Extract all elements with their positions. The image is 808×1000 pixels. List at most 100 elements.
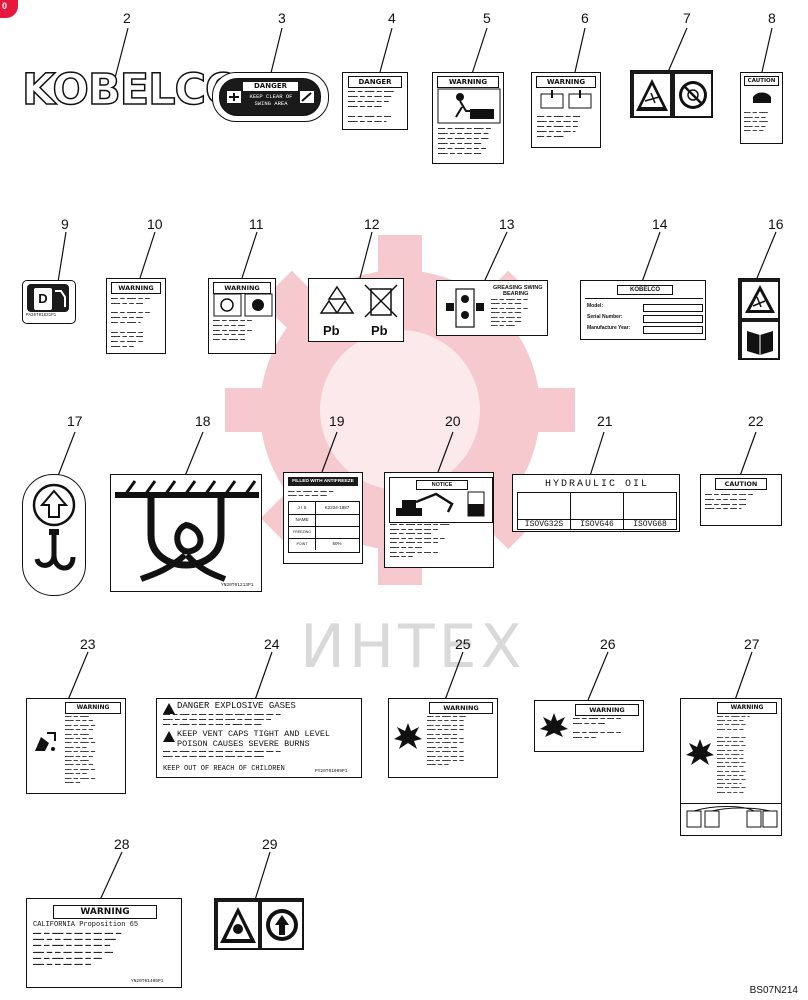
- model-field: [643, 304, 703, 312]
- jis-value-cell: K2234-1987: [315, 502, 359, 515]
- warning-decal-5: WARNING ▬▬▬ ▬▬ ▬▬▬▬ ▬▬ ▬▬▬▬ ▬▬▬▬▬▬ ▬▬ ▬▬…: [432, 72, 504, 164]
- hook-frame-icon: [115, 480, 259, 582]
- warning-decal-26: WARNING ▬▬▬ ▬▬ ▬▬▬▬ ▬▬ ▬▬▬ ▬▬▬▬▬▬ ▬▬ ▬▬ …: [534, 700, 644, 752]
- item-number-24: 24: [264, 636, 280, 652]
- danger-swing-decal: DANGER KEEP CLEAR OF SWING AREA: [212, 72, 329, 122]
- caution-decal-22: CAUTION ▬▬▬ ▬▬ ▬▬▬▬ ▬▬ ▬▬▬ ▬▬▬▬▬▬ ▬▬ ▬▬ …: [700, 474, 782, 526]
- warning-decal-25: WARNING ▬▬▬ ▬▬ ▬▬▬▬ ▬▬ ▬▬▬▬▬▬▬ ▬▬ ▬▬ ▬▬▬…: [388, 698, 498, 778]
- danger-decal-4: DANGER ▬▬▬ ▬▬ ▬▬▬▬ ▬▬ ▬▬▬▬▬▬▬▬ ▬▬ ▬▬ ▬▬▬…: [342, 72, 408, 130]
- item-number-17: 17: [67, 413, 83, 429]
- crossed-bin-icon: [364, 284, 398, 318]
- part-code-9: PA20T01631P1: [26, 314, 57, 318]
- item-number-28: 28: [114, 836, 130, 852]
- warning-decal-23: WARNING ▬▬▬ ▬▬ ▬▬▬▬▬▬▬▬ ▬▬ ▬▬ ▬▬▬▬▬ ▬▬ ▬…: [26, 698, 126, 794]
- danger-battery-decal-24: DANGER EXPLOSIVE GASES ▬▬▬ ▬▬ ▬▬▬▬ ▬▬ ▬▬…: [156, 698, 362, 778]
- recycle-pb-decal: Pb Pb: [308, 278, 404, 342]
- item-number-14: 14: [652, 216, 668, 232]
- pictogram-decal-7: [630, 70, 713, 118]
- item-number-29: 29: [262, 836, 278, 852]
- item-number-2: 2: [123, 10, 131, 26]
- item-number-20: 20: [445, 413, 461, 429]
- hook-arrow-icon: [32, 483, 76, 571]
- item-number-9: 9: [61, 216, 69, 232]
- part-code-18: YN20T01213P1: [221, 583, 254, 588]
- percent-cell: 50%: [332, 541, 342, 546]
- oil-level-icon: [467, 491, 485, 517]
- greasing-diagram-icon: [446, 288, 484, 328]
- warning-triangle-icon-2: [163, 731, 175, 742]
- grade-46: ISOVG46: [580, 520, 614, 529]
- crush-hazard-icon: [227, 91, 241, 103]
- serial-plate-14: KOBELCO Model: Serial Number: Manufactur…: [580, 280, 706, 340]
- hazard-pictogram-icon: [634, 74, 711, 116]
- manufacture-year-field: [643, 326, 703, 334]
- electric-spark-icon: [540, 713, 568, 737]
- oil-grade-table: ISOVG32S ISOVG46 ISOVG68: [517, 492, 677, 530]
- warning-header: WARNING: [111, 282, 161, 294]
- model-label: Model:: [587, 303, 604, 309]
- freezing-point-cell: FREEZING POINT: [289, 526, 316, 546]
- watermark-text: ИНТЕХ: [300, 612, 526, 682]
- read-manual-icon: [742, 282, 778, 358]
- pictogram-decal-16: [738, 278, 780, 360]
- item-number-21: 21: [597, 413, 613, 429]
- warning-decal-11: WARNING ▬▬▬ ▬▬ ▬▬▬▬ ▬▬ ▬▬▬▬▬▬ ▬▬ ▬▬ ▬▬▬▬…: [208, 278, 276, 354]
- warning-header: WARNING: [429, 702, 493, 714]
- item-number-13: 13: [499, 216, 515, 232]
- greasing-decal-13: GREASING SWING BEARING ▬▬▬ ▬▬ ▬▬▬▬ ▬▬ ▬▬…: [436, 280, 548, 336]
- notice-decal-20: NOTICE ▬▬▬ ▬▬ ▬▬▬▬ ▬▬ ▬▬▬ ▬▬ ▬▬▬▬▬▬▬▬ ▬▬…: [384, 472, 494, 568]
- recycle-icon: [319, 285, 355, 314]
- keep-clear-text: KEEP CLEAR OF: [249, 93, 293, 100]
- excavator-swing-icon: [300, 91, 314, 103]
- serial-number-field: [643, 315, 703, 323]
- antifreeze-decal-19: FILLED WITH ANTIFREEZE ▬▬▬ ▬▬ ▬▬▬▬ ▬▬ ▬▬…: [283, 472, 363, 564]
- item-number-22: 22: [748, 413, 764, 429]
- explosion-icon-27: [686, 739, 714, 765]
- explosion-icon: [394, 723, 422, 749]
- danger-header: DANGER: [348, 76, 402, 88]
- item-number-8: 8: [768, 10, 776, 26]
- notice-header: NOTICE: [416, 480, 468, 490]
- poison-text: POISON CAUSES SEVERE BURNS: [177, 739, 310, 749]
- acid-burn-icon: [31, 727, 63, 759]
- caution-decal-8: CAUTION ▬▬▬ ▬▬ ▬▬▬▬▬▬▬▬ ▬▬ ▬▬▬▬▬ ▬▬ ▬▬▬▬…: [740, 72, 783, 144]
- california-warning-decal: WARNING CALIFORNIA Proposition 65 ▬▬▬ ▬▬…: [26, 898, 182, 988]
- part-code-24: PY20T01069P1: [315, 769, 348, 774]
- corner-badge: 0: [0, 0, 18, 18]
- item-number-10: 10: [147, 216, 163, 232]
- jis-cell: J I S: [289, 502, 316, 515]
- warning-header: WARNING: [65, 702, 121, 714]
- serial-number-label: Serial Number:: [587, 314, 623, 320]
- grade-32: ISOVG32S: [524, 520, 564, 529]
- greasing-subtitle: BEARING: [503, 291, 529, 297]
- diesel-fuel-decal: D PA20T01631P1: [22, 280, 76, 324]
- item-number-16: 16: [768, 216, 784, 232]
- hot-oil-icon: [540, 90, 592, 109]
- item-number-3: 3: [278, 10, 286, 26]
- item-number-18: 18: [195, 413, 211, 429]
- item-number-12: 12: [364, 216, 380, 232]
- caution-header: CAUTION: [744, 76, 779, 86]
- greasing-title: GREASING SWING: [493, 285, 543, 291]
- pb-symbol-left: Pb: [323, 323, 340, 338]
- hydraulic-oil-title: HYDRAULIC OIL: [544, 479, 649, 490]
- hand-crush-icon: [747, 92, 775, 103]
- danger-gases-title: DANGER EXPLOSIVE GASES: [177, 701, 296, 711]
- warning-header: WARNING: [437, 76, 499, 88]
- california-prop-title: CALIFORNIA Proposition 65: [33, 921, 139, 929]
- item-number-25: 25: [455, 636, 471, 652]
- notice-picture: NOTICE: [389, 477, 493, 523]
- warning-decal-10: WARNING ▬▬▬ ▬▬ ▬▬▬▬ ▬▬ ▬▬▬▬▬▬ ▬▬ ▬▬ ▬▬▬▬…: [106, 278, 166, 354]
- item-number-5: 5: [483, 10, 491, 26]
- item-number-6: 6: [581, 10, 589, 26]
- pb-symbol-right: Pb: [371, 323, 388, 338]
- battery-connection-icon: [686, 806, 778, 828]
- warning-header: WARNING: [717, 702, 777, 714]
- antifreeze-header: FILLED WITH ANTIFREEZE: [288, 477, 358, 486]
- hazard-pictogram-icon-29: [218, 902, 302, 948]
- item-number-26: 26: [600, 636, 616, 652]
- warning-header: WARNING: [53, 905, 157, 919]
- manufacture-year-label: Manufacture Year:: [587, 325, 631, 331]
- warning-header: WARNING: [536, 76, 596, 88]
